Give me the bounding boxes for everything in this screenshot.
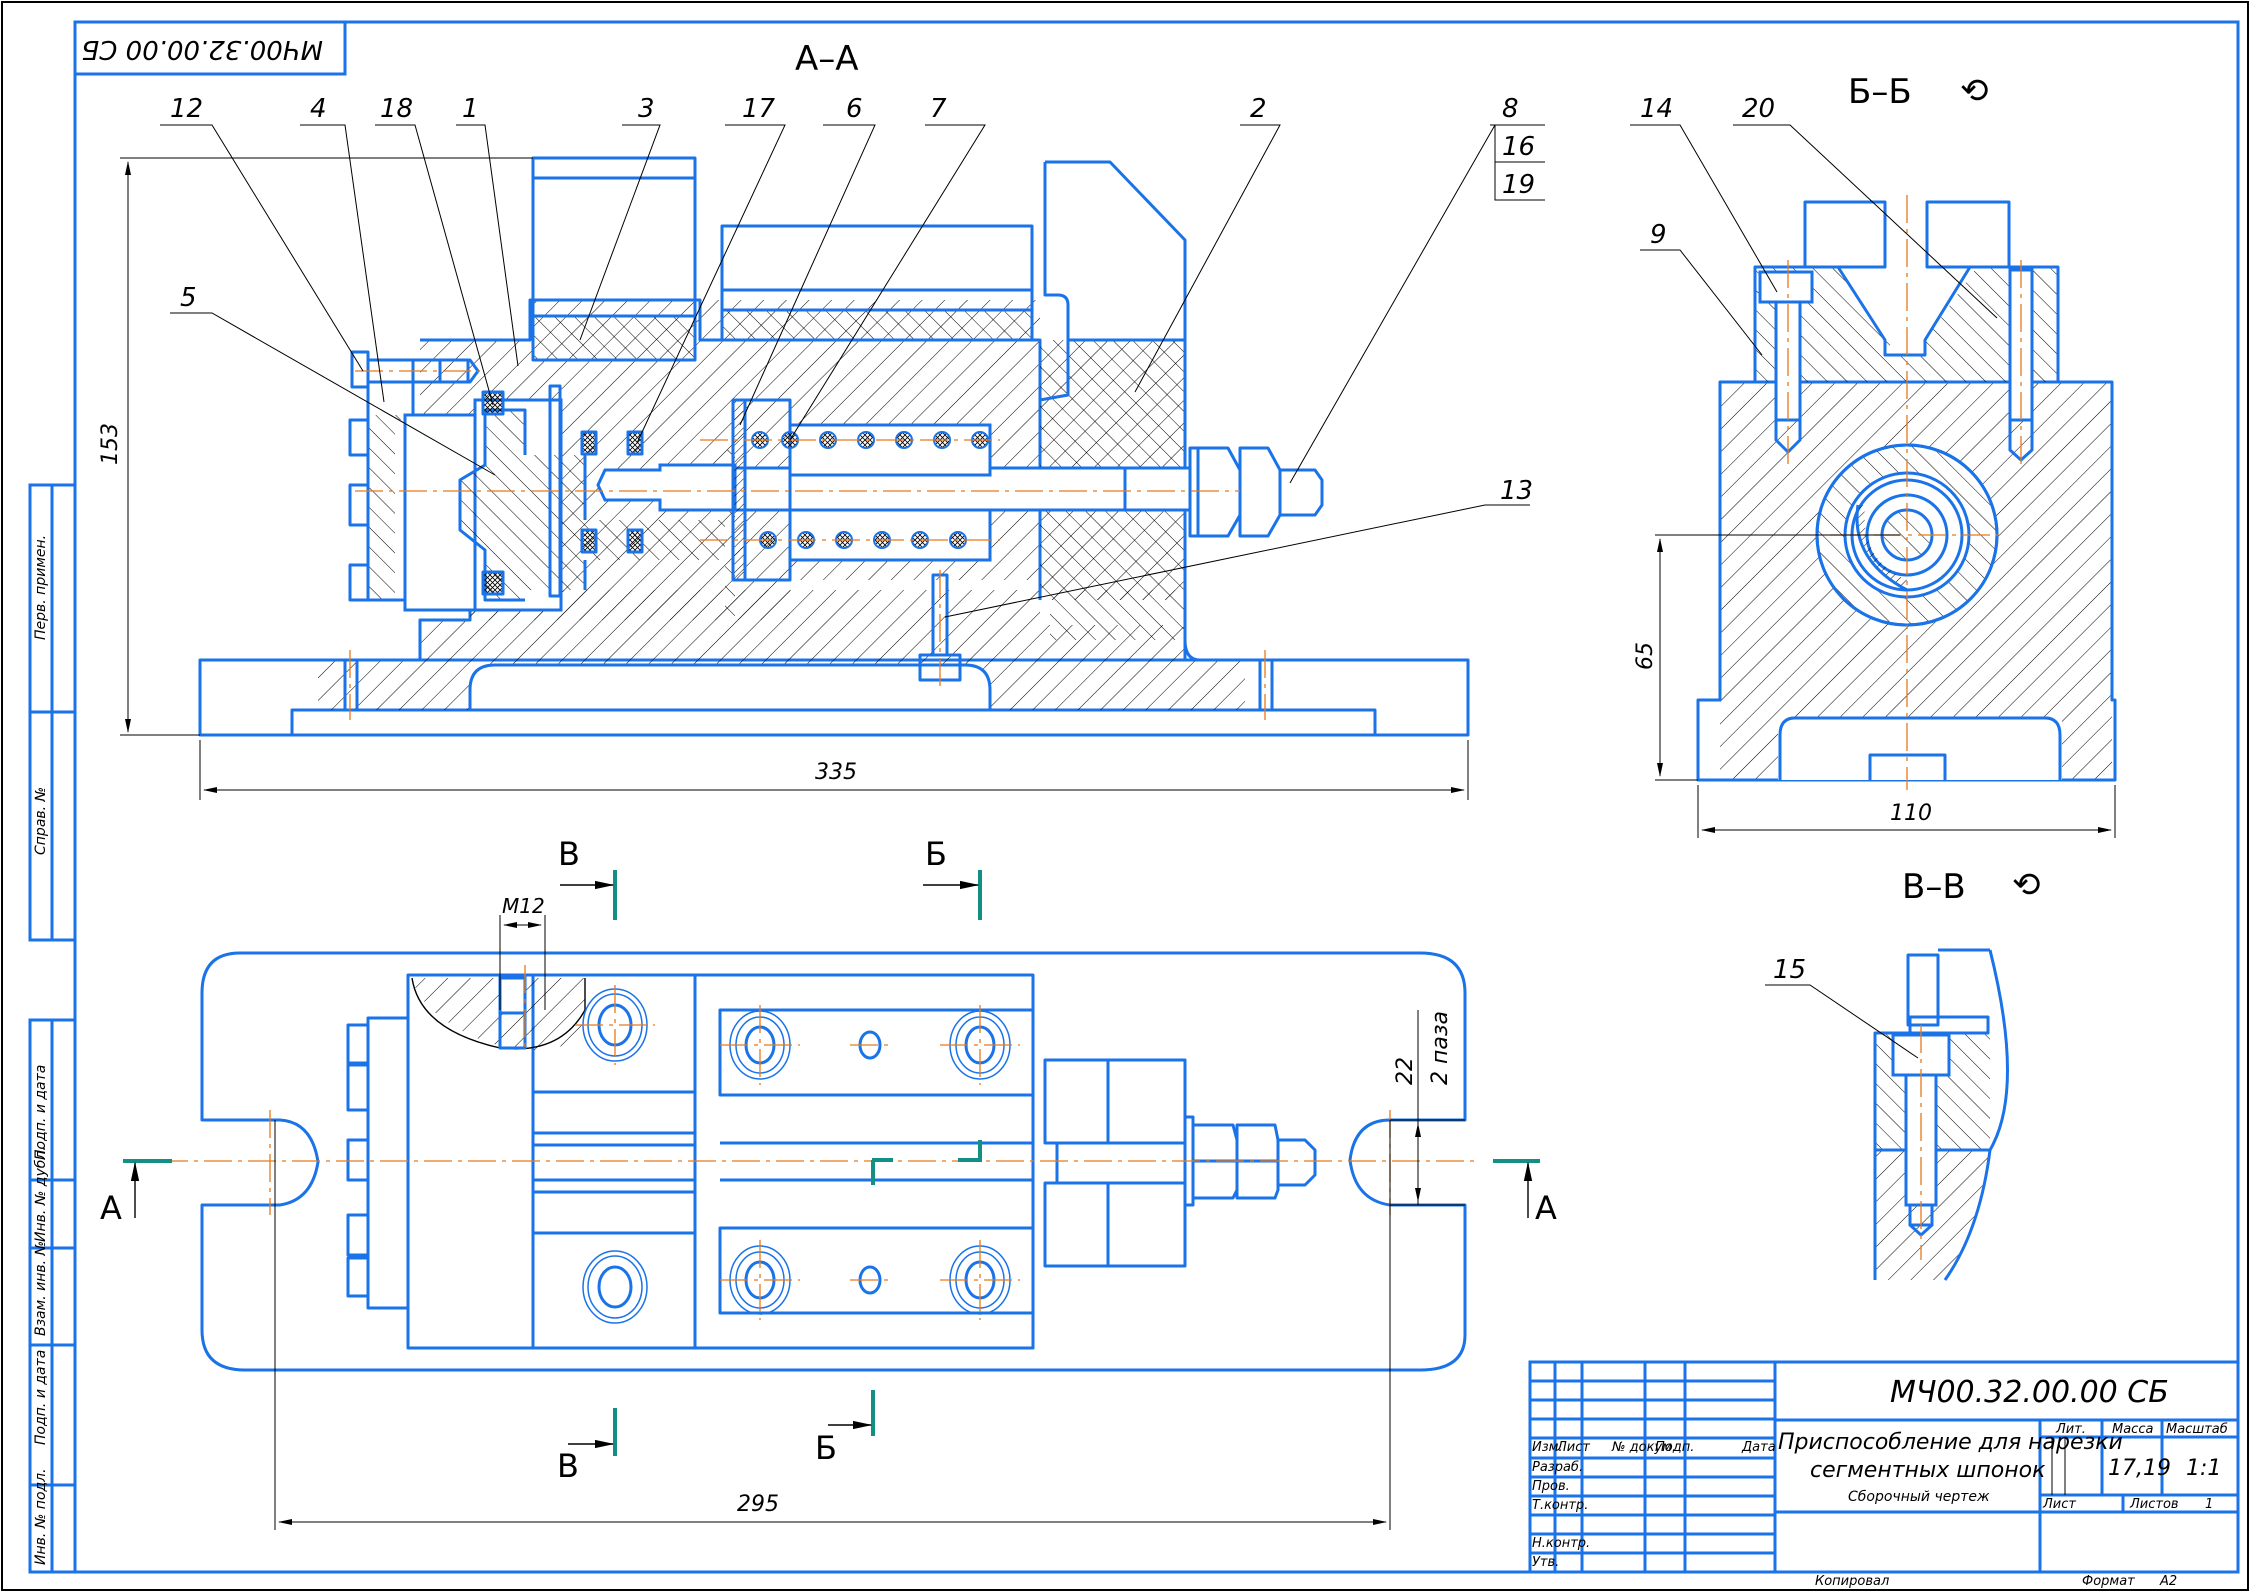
callout-19: 19 xyxy=(1502,170,1536,200)
format-label: Формат xyxy=(2082,1574,2135,1589)
header-sign: Подп. xyxy=(1655,1440,1695,1455)
header-doc-no: № докум. xyxy=(1612,1440,1677,1455)
callout-13: 13 xyxy=(1500,476,1534,506)
sheet-label: Лист xyxy=(2043,1497,2076,1512)
dimensions-plan xyxy=(274,915,1465,1530)
mass-value: 17,19 xyxy=(2108,1456,2171,1481)
dim-width-110: 110 xyxy=(1890,801,1932,826)
callout-7: 7 xyxy=(930,94,947,124)
callout-16: 16 xyxy=(1502,132,1536,162)
callout-20: 20 xyxy=(1742,94,1776,124)
drawing-frame xyxy=(73,20,2240,1574)
strip-label-vzam-inv: Взам. инв. № xyxy=(33,1240,49,1336)
strip-label-inv-podl: Инв. № подл. xyxy=(33,1468,49,1565)
section-marker-b-bottom: Б xyxy=(815,1429,837,1467)
callout-6: 6 xyxy=(846,94,863,124)
dimensions-b-b xyxy=(1630,124,2116,838)
callout-3: 3 xyxy=(638,94,655,124)
rotated-code-stamp xyxy=(73,20,347,76)
sheets-value: 1 xyxy=(2205,1497,2214,1512)
format-value: A2 xyxy=(2160,1574,2178,1589)
title-line-2: сегментных шпонок xyxy=(1810,1458,2046,1483)
plan-view xyxy=(160,951,1480,1372)
strip-label-sprav-no: Справ. № xyxy=(33,786,49,855)
callout-9: 9 xyxy=(1650,220,1667,250)
left-strip xyxy=(28,483,77,1574)
header-izm: Изм. xyxy=(1532,1440,1563,1455)
section-b-b xyxy=(1696,195,2117,790)
section-title-a-a: А–А xyxy=(795,39,859,79)
section-v-v xyxy=(1765,948,2009,1281)
scale-label: Масштаб xyxy=(2166,1422,2228,1437)
callout-12: 12 xyxy=(170,94,204,124)
dim-height-65: 65 xyxy=(1633,642,1658,670)
mass-label: Масса xyxy=(2112,1422,2154,1437)
dim-spacing-295: 295 xyxy=(737,1492,779,1517)
dimensions-a-a xyxy=(120,157,1469,800)
strip-label-inv-dubl: Инв. № дубл. xyxy=(33,1146,49,1242)
section-marker-a-right: А xyxy=(1535,1189,1557,1227)
section-marker-b-top: Б xyxy=(925,835,947,873)
dim-thread-m12: M12 xyxy=(502,894,545,918)
title-doc-type: Сборочный чертеж xyxy=(1848,1489,1990,1505)
section-title-v-v: В–В xyxy=(1902,867,1966,907)
callout-1: 1 xyxy=(462,94,479,124)
title-line-1: Приспособление для нарезки xyxy=(1778,1430,2123,1455)
header-list: Лист xyxy=(1557,1440,1590,1455)
sheets-label: Листов xyxy=(2130,1497,2179,1512)
callout-4: 4 xyxy=(310,94,327,124)
dim-slot-22: 22 xyxy=(1393,1057,1418,1085)
strip-label-podp-data-2: Подп. и дата xyxy=(33,1349,49,1445)
lit-label: Лит. xyxy=(2056,1422,2086,1437)
callout-14: 14 xyxy=(1640,94,1674,124)
section-marker-a-left: А xyxy=(100,1189,122,1227)
role-utv: Утв. xyxy=(1532,1555,1560,1570)
role-nkontr: Н.контр. xyxy=(1532,1536,1591,1551)
callout-8: 8 xyxy=(1502,94,1519,124)
role-prov: Пров. xyxy=(1532,1479,1570,1494)
rotated-drawing-code: МЧ00.32.00.00 СБ xyxy=(81,34,323,64)
section-title-b-b: Б–Б xyxy=(1848,72,1912,112)
bolt-heads xyxy=(582,988,1011,1324)
title-block-lines xyxy=(1528,1360,2240,1574)
dim-length-335: 335 xyxy=(815,760,857,785)
scale-value: 1:1 xyxy=(2186,1456,2222,1481)
rotation-icon: ⟲ xyxy=(2012,865,2041,905)
callout-2: 2 xyxy=(1250,94,1267,124)
dim-slot-note: 2 паза xyxy=(1428,1010,1453,1085)
section-marker-v-bottom: В xyxy=(557,1447,579,1485)
callout-15: 15 xyxy=(1773,955,1807,985)
section-markers xyxy=(123,870,1540,1456)
section-a-a xyxy=(198,156,1470,737)
header-date: Дата xyxy=(1742,1440,1776,1455)
strip-label-perv-primen: Перв. примен. xyxy=(33,534,49,640)
leaders-a-a xyxy=(160,124,1545,618)
role-tkontr: Т.контр. xyxy=(1532,1498,1589,1513)
callout-5: 5 xyxy=(180,283,197,313)
copied-label: Копировал xyxy=(1815,1574,1890,1589)
rotation-icon: ⟲ xyxy=(1960,71,1989,111)
dim-height-153: 153 xyxy=(98,423,123,465)
callout-17: 17 xyxy=(742,94,776,124)
callout-18: 18 xyxy=(380,94,414,124)
role-razrab: Разраб. xyxy=(1532,1460,1584,1475)
title-designation: МЧ00.32.00.00 СБ xyxy=(1890,1375,2169,1410)
section-marker-v-top: В xyxy=(558,835,580,873)
